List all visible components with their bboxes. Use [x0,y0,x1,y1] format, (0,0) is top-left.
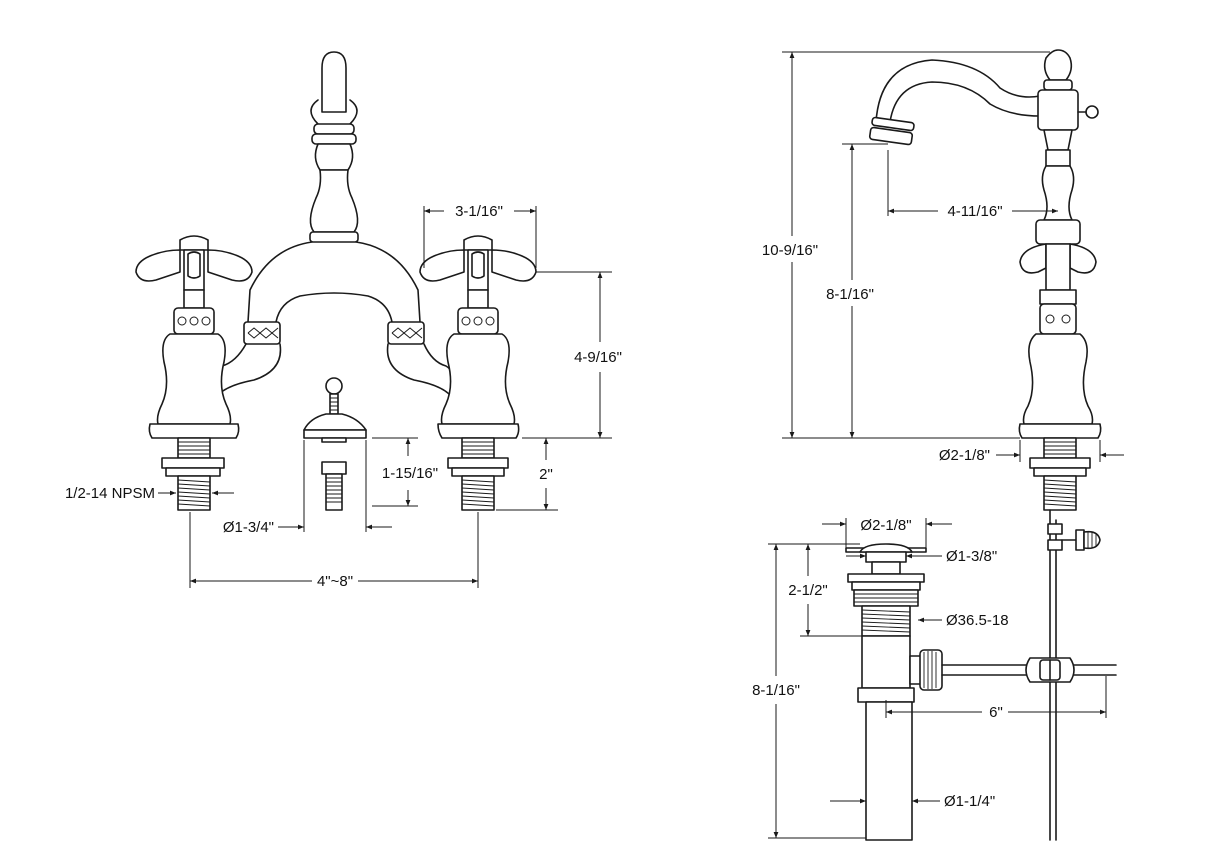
label-drain-thread: Ø36.5-18 [946,612,1009,629]
label-spout-height: 8-1/16" [826,286,874,303]
label-base-dia: Ø2-1/8" [939,447,990,464]
side-view [868,49,1102,841]
label-center-spread: 4"~8" [317,573,353,590]
dimension-lines [158,51,1124,839]
front-view [135,51,537,511]
label-drain-flange-dia: Ø2-1/8" [860,517,911,534]
label-pop-up-height: 1-15/16" [382,465,438,482]
label-lift-rod-reach: 6" [989,704,1003,721]
label-handle-height: 4-9/16" [574,349,622,366]
label-handle-reach: 3-1/16" [455,203,503,220]
label-shank-length: 2" [539,466,553,483]
label-tailpiece-dia: Ø1-1/4" [944,793,995,810]
label-total-height: 10-9/16" [762,242,818,259]
label-drain-cap-dia: Ø1-3/8" [946,548,997,565]
label-drain-flange-height: 2-1/2" [788,582,828,599]
label-drain-total-length: 8-1/16" [752,682,800,699]
label-spout-reach: 4-11/16" [947,203,1002,220]
label-center-hole-dia: Ø1-3/4" [223,519,274,536]
drain-assembly [845,543,1117,841]
dimension-labels: 3-1/16" 4-9/16" 1/2-14 NPSM 1-15/16" 2" … [65,203,1009,810]
label-supply-thread: 1/2-14 NPSM [65,485,155,502]
